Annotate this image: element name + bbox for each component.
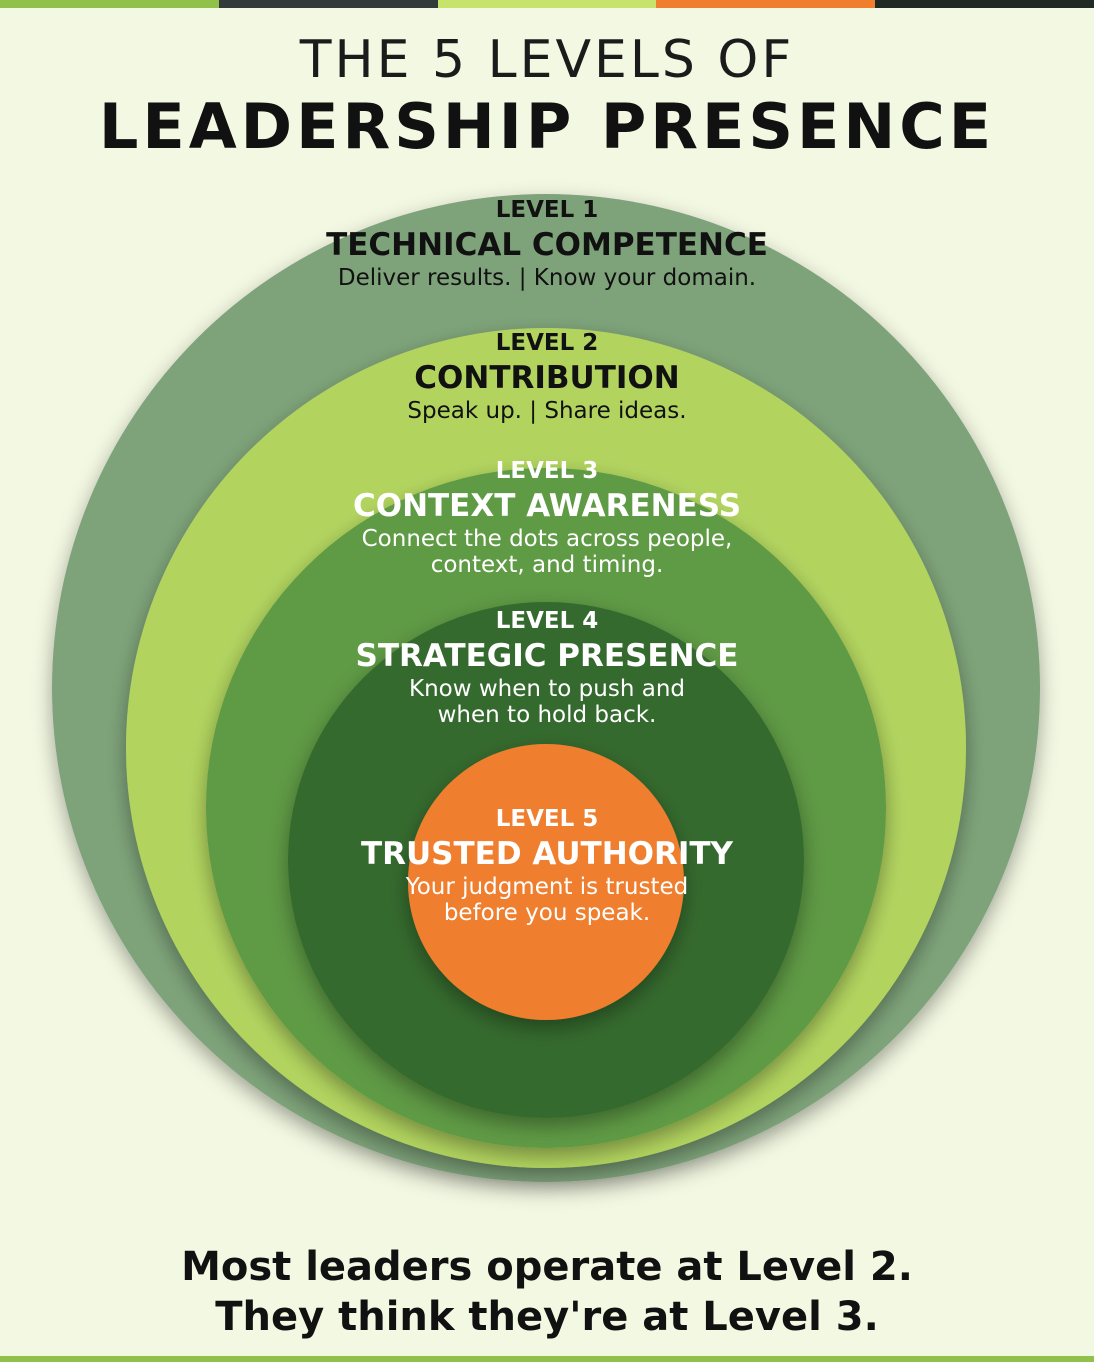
level-3-description-line-2: context, and timing. <box>430 552 664 578</box>
level-2-description: Speak up. | Share ideas. <box>407 398 687 424</box>
level-3-description-line-1: Connect the dots across people, <box>361 526 733 552</box>
level-5-block: LEVEL 5 TRUSTED AUTHORITY Your judgment … <box>0 804 1094 926</box>
level-5-number: LEVEL 5 <box>495 806 599 832</box>
accent-segment <box>656 0 876 8</box>
title-line-1: THE 5 LEVELS OF <box>299 30 795 90</box>
footer-line-1: Most leaders operate at Level 2. <box>181 1244 913 1290</box>
level-4-description-line-1: Know when to push and <box>409 676 685 702</box>
bottom-accent-bar <box>0 1356 1094 1362</box>
level-2-name: CONTRIBUTION <box>414 360 680 396</box>
footer-line-2: They think they're at Level 3. <box>215 1294 879 1340</box>
top-accent-bar <box>0 0 1094 8</box>
level-3-number: LEVEL 3 <box>495 458 599 484</box>
level-5-core <box>408 744 684 1020</box>
level-4-name: STRATEGIC PRESENCE <box>355 638 739 674</box>
accent-segment <box>218 0 438 8</box>
level-3-name: CONTEXT AWARENESS <box>352 488 742 524</box>
level-1-description: Deliver results. | Know your domain. <box>337 265 757 291</box>
level-1-name: TECHNICAL COMPETENCE <box>326 227 768 263</box>
level-1-block: LEVEL 1 TECHNICAL COMPETENCE Deliver res… <box>0 195 1094 291</box>
level-1-number: LEVEL 1 <box>495 197 599 223</box>
level-5-description-line-1: Your judgment is trusted <box>405 874 689 900</box>
level-5-description-line-2: before you speak. <box>443 900 651 926</box>
level-2-number: LEVEL 2 <box>495 330 599 356</box>
title-line-2: LEADERSHIP PRESENCE <box>98 90 996 163</box>
accent-segment <box>0 0 219 8</box>
accent-segment <box>437 0 657 8</box>
level-5-name: TRUSTED AUTHORITY <box>360 836 733 872</box>
level-4-number: LEVEL 4 <box>495 608 599 634</box>
level-4-block: LEVEL 4 STRATEGIC PRESENCE Know when to … <box>0 606 1094 728</box>
footer-caption: Most leaders operate at Level 2. They th… <box>0 1242 1094 1342</box>
level-3-block: LEVEL 3 CONTEXT AWARENESS Connect the do… <box>0 456 1094 578</box>
level-4-description-line-2: when to hold back. <box>437 702 657 728</box>
accent-segment <box>875 0 1094 8</box>
level-2-block: LEVEL 2 CONTRIBUTION Speak up. | Share i… <box>0 328 1094 424</box>
